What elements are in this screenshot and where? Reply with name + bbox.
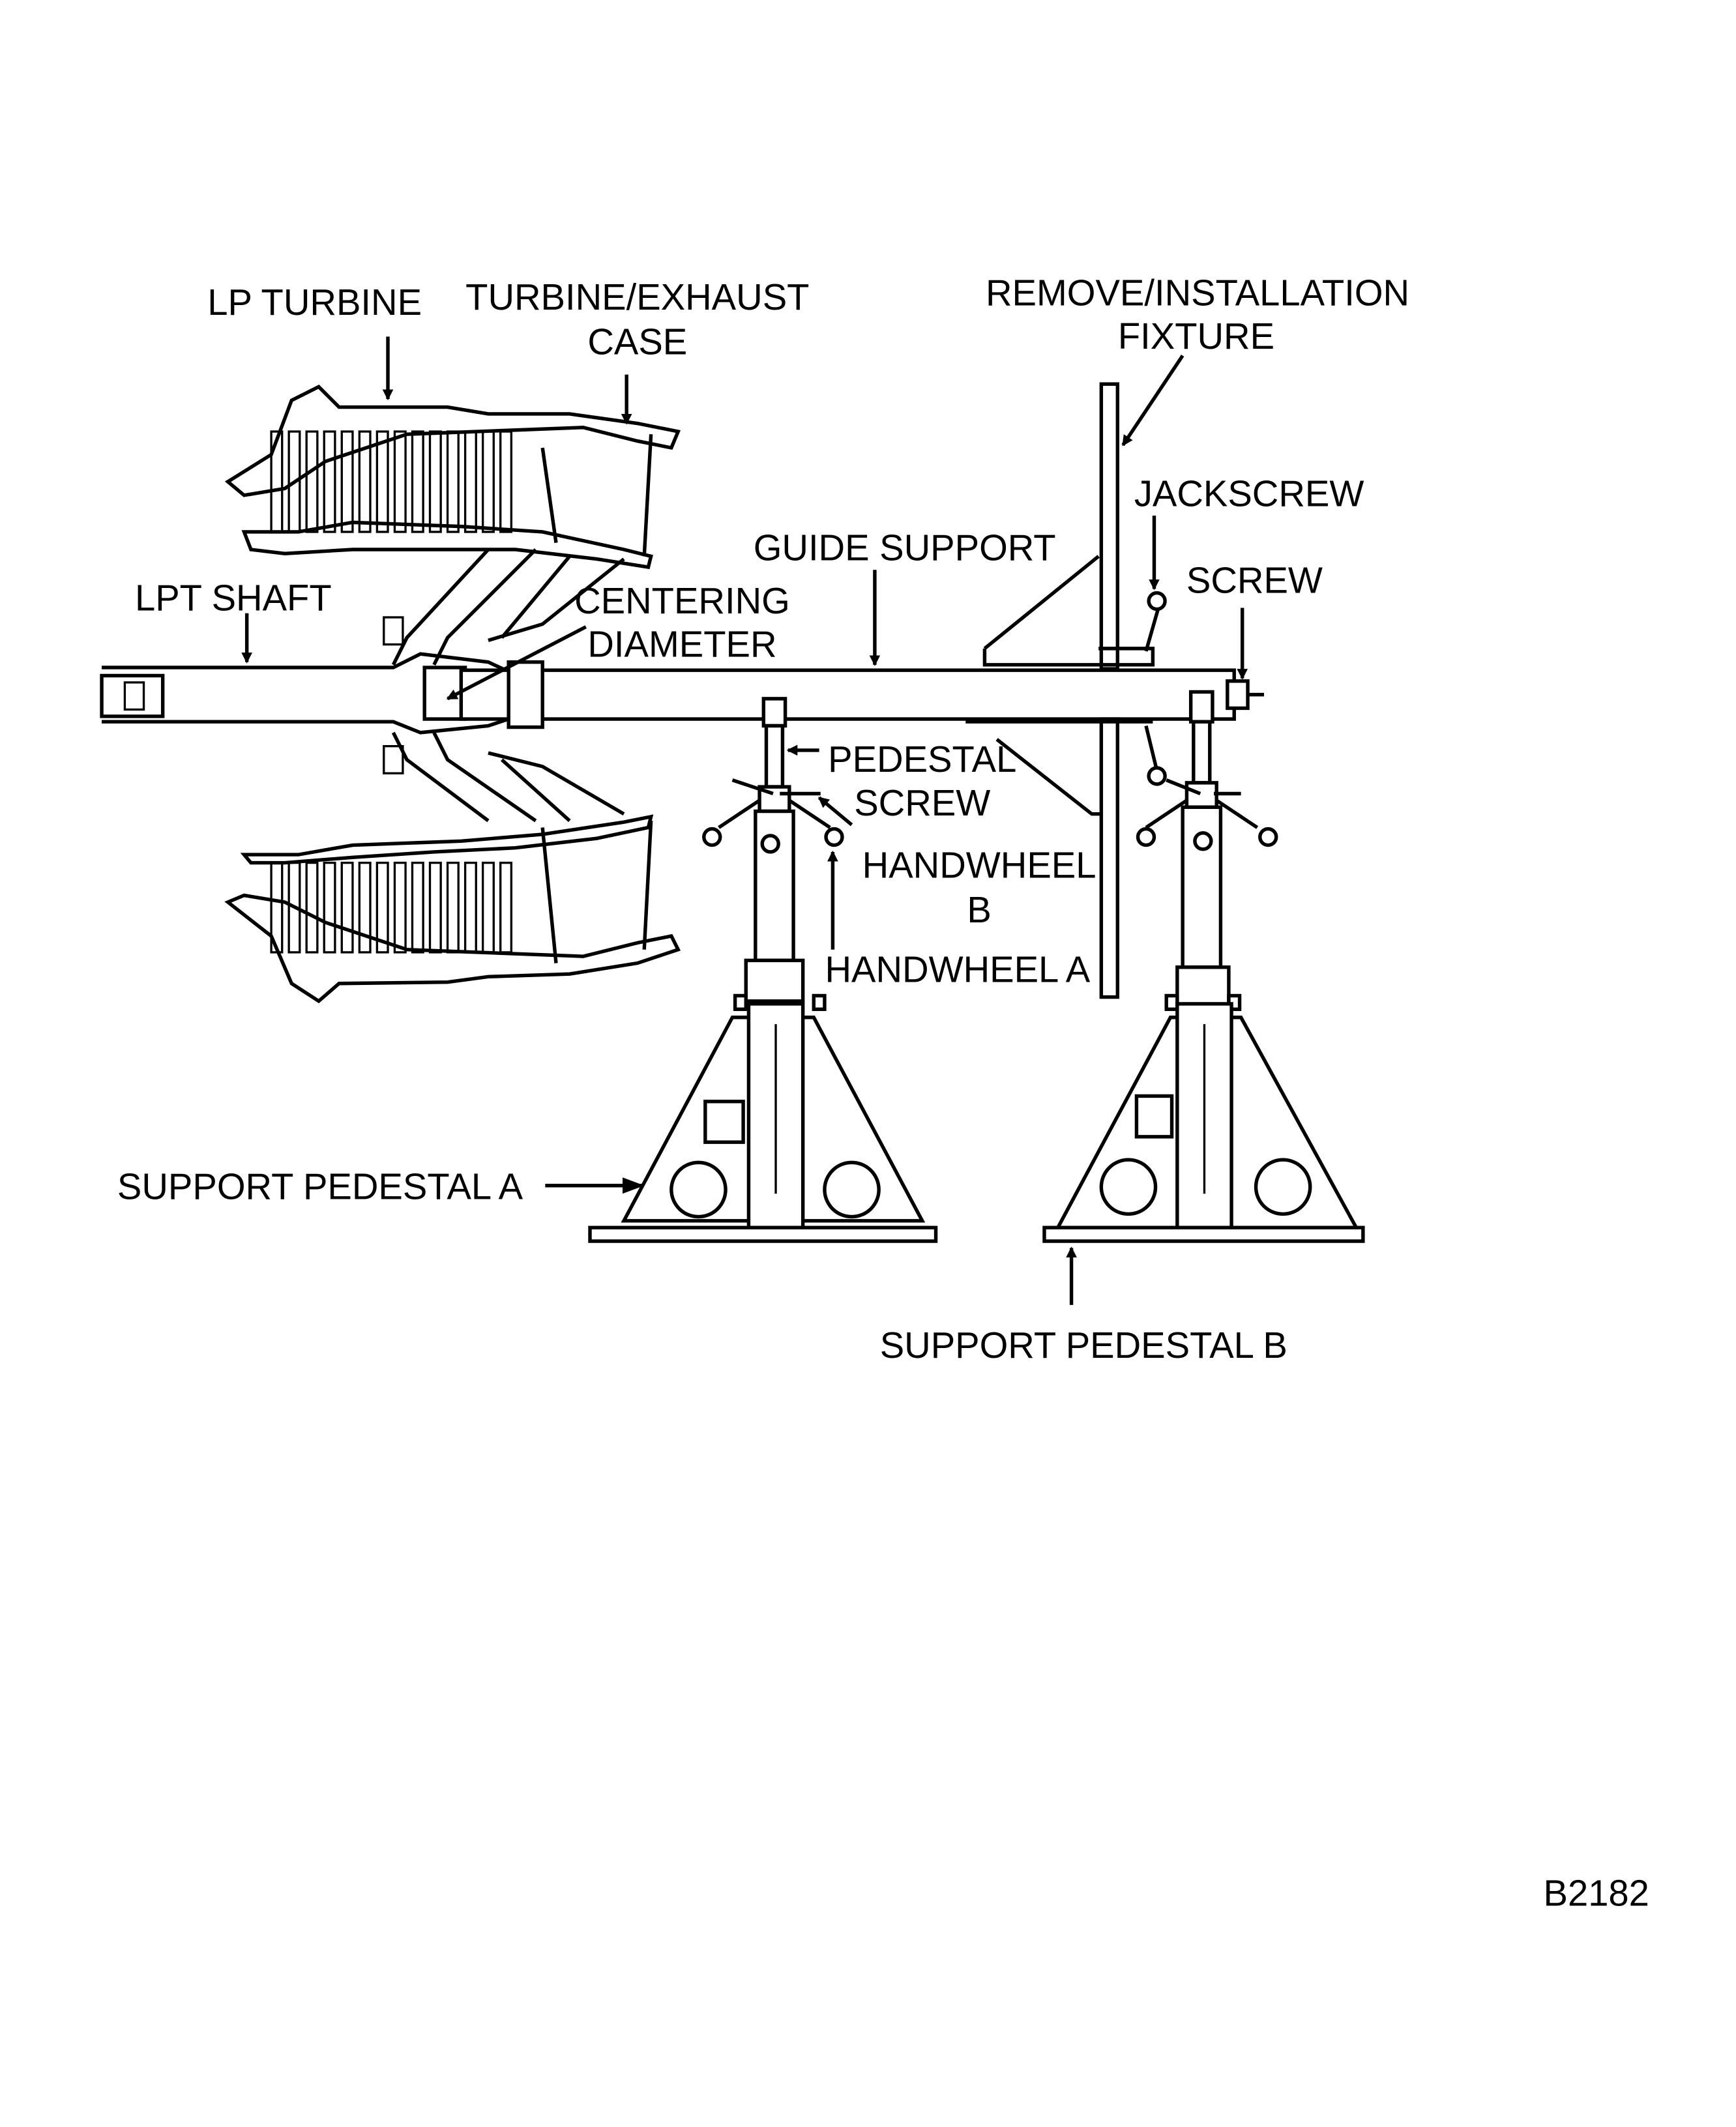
turbine-blade: [340, 861, 354, 954]
label-lpt-shaft: LPT SHAFT: [135, 578, 332, 619]
label-fixture-line2: FIXTURE: [1118, 315, 1274, 357]
lpt-shaft: [100, 616, 510, 774]
turbine-blade: [323, 430, 336, 533]
turbine-blade: [375, 861, 389, 954]
label-turbine-exhaust-case: TURBINE/EXHAUST: [465, 276, 809, 317]
label-handwheel-b-line2: B: [967, 889, 991, 930]
turbine-blade: [340, 430, 354, 533]
support-pedestal-b: [1042, 690, 1365, 1243]
turbine-blade: [463, 430, 477, 533]
turbine-blade: [446, 430, 460, 533]
turbine-blade: [481, 430, 495, 533]
support-pedestal-a: [588, 697, 938, 1243]
turbine-blade: [305, 430, 319, 533]
label-centering-diameter-line2: DIAMETER: [587, 623, 776, 664]
turbine-blade: [463, 861, 477, 954]
turbine-blade: [358, 861, 372, 954]
lp-turbine-lower: [224, 731, 681, 1004]
label-centering-diameter: CENTERING: [574, 580, 790, 621]
turbine-blade: [499, 861, 513, 954]
label-guide-support: GUIDE SUPPORT: [754, 527, 1056, 568]
label-handwheel-b: HANDWHEEL: [862, 844, 1096, 885]
label-support-pedestal-a: SUPPORT PEDESTAL A: [117, 1166, 523, 1207]
lp-turbine-upper: [224, 385, 681, 666]
turbine-blade: [481, 861, 495, 954]
turbine-blade: [393, 430, 407, 533]
turbine-blade: [428, 861, 442, 954]
label-lp-turbine: LP TURBINE: [207, 282, 422, 323]
turbine-blade: [305, 861, 319, 954]
turbine-blade: [499, 430, 513, 533]
label-support-pedestal-b: SUPPORT PEDESTAL B: [880, 1325, 1287, 1366]
turbine-blade: [393, 861, 407, 954]
label-handwheel-a: HANDWHEEL A: [825, 949, 1090, 990]
label-turbine-exhaust-case-line2: CASE: [587, 321, 687, 362]
label-screw: SCREW: [1186, 560, 1323, 601]
label-pedestal-screw: PEDESTAL: [828, 739, 1016, 780]
turbine-blade: [375, 430, 389, 533]
turbine-blade: [358, 430, 372, 533]
turbine-blade: [287, 430, 301, 533]
label-pedestal-screw-line2: SCREW: [854, 782, 990, 823]
label-remove-installation-fixture: REMOVE/INSTALLATION: [986, 272, 1409, 314]
turbine-blade: [428, 430, 442, 533]
figure-id: B2182: [1544, 1872, 1649, 1913]
turbine-blade: [270, 430, 284, 533]
label-jackscrew: JACKSCREW: [1134, 473, 1364, 514]
guide-support: [459, 660, 1264, 729]
turbine-blade: [411, 430, 424, 533]
leader-arrows: [241, 336, 1248, 1305]
turbine-blade: [270, 861, 284, 954]
turbine-blade: [287, 861, 301, 954]
remove-installation-fixture: [965, 382, 1167, 999]
turbine-blade: [323, 861, 336, 954]
turbine-blade: [446, 861, 460, 954]
turbine-blade: [411, 861, 424, 954]
